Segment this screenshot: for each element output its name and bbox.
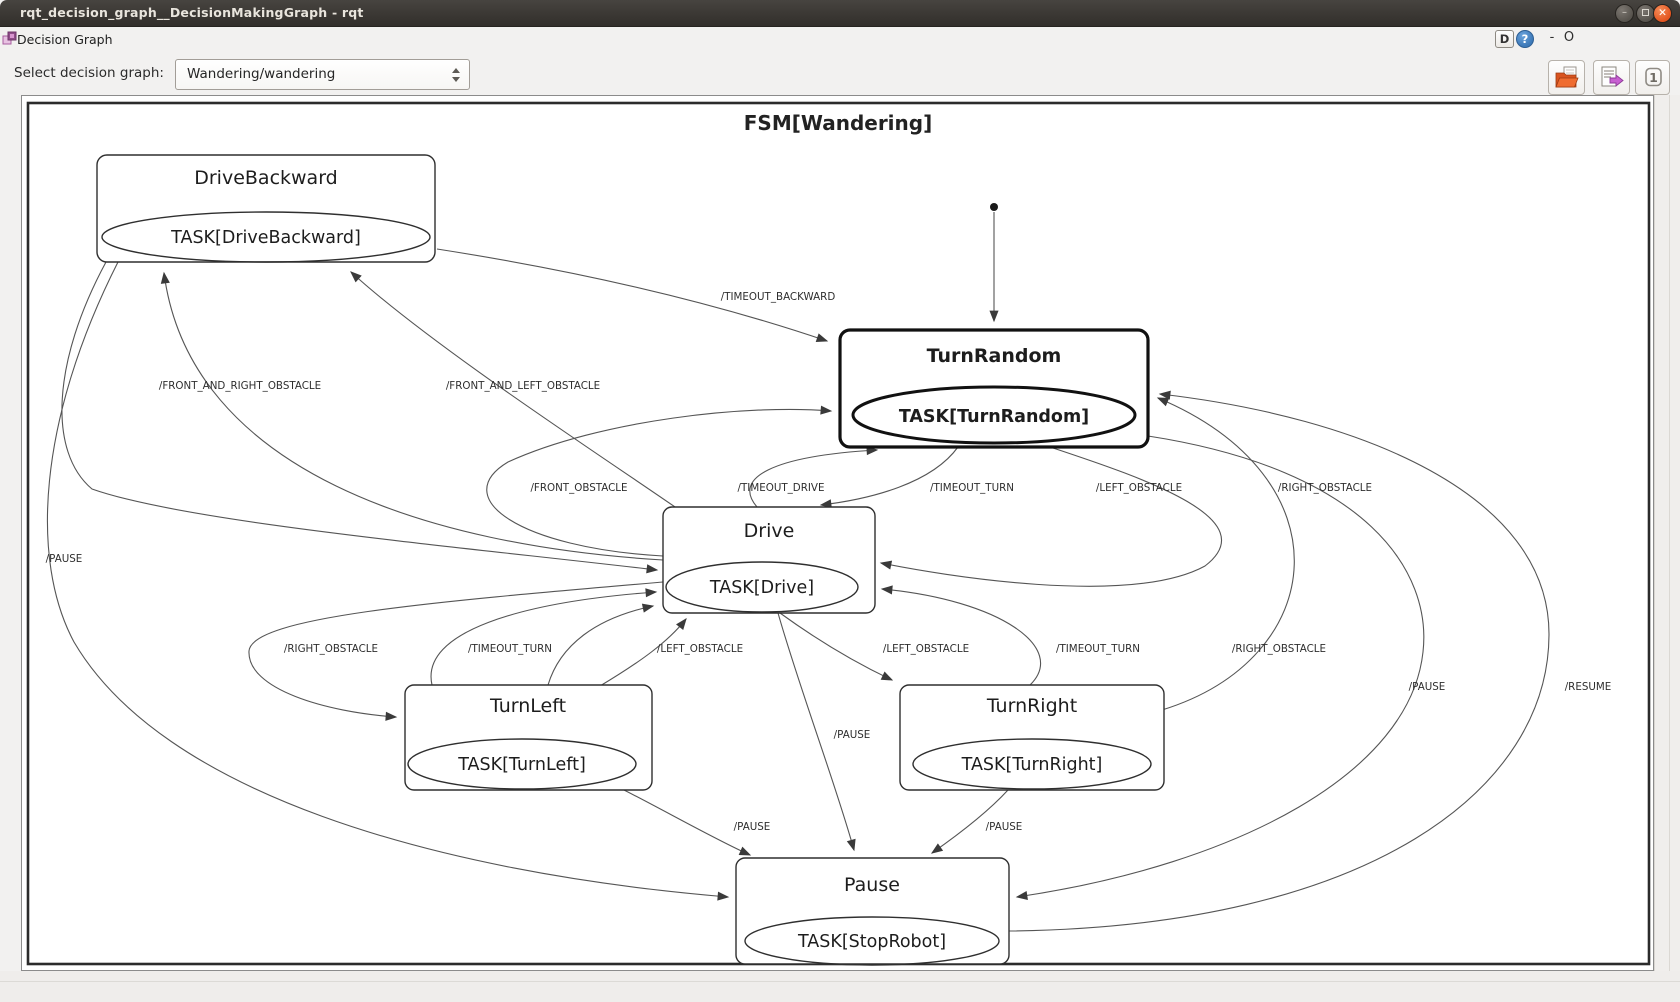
- edge-label: /TIMEOUT_TURN: [468, 643, 552, 655]
- state-task: TASK[TurnLeft]: [457, 755, 586, 775]
- status-bar: [0, 971, 1680, 1002]
- state-task: TASK[StopRobot]: [797, 932, 946, 952]
- window-minimize-button[interactable]: –: [1615, 3, 1634, 23]
- state-task: TASK[TurnRandom]: [899, 407, 1089, 427]
- edge-label: /RIGHT_OBSTACLE: [1278, 482, 1372, 494]
- open-file-button[interactable]: [1548, 60, 1585, 95]
- state-title: TurnRandom: [927, 345, 1062, 367]
- state-node-drivebackward: DriveBackward TASK[DriveBackward]: [96, 154, 436, 263]
- edge-label: /PAUSE: [734, 821, 771, 833]
- panel-detach-button[interactable]: O: [1560, 30, 1578, 48]
- maximize-icon: [1642, 8, 1649, 16]
- window-close-button[interactable]: ✕: [1653, 3, 1672, 23]
- panel-minimize-icon: -: [1549, 30, 1555, 45]
- edge-label: /TIMEOUT_TURN: [1056, 643, 1140, 655]
- vertical-scroll-area[interactable]: [1654, 95, 1680, 971]
- initial-state-dot: [990, 203, 998, 211]
- state-title: TurnLeft: [489, 695, 566, 717]
- close-icon: ✕: [1658, 6, 1667, 19]
- edge-label: /RIGHT_OBSTACLE: [284, 643, 378, 655]
- decision-graph-combobox[interactable]: Wandering/wandering: [175, 59, 470, 90]
- edge-label: /LEFT_OBSTACLE: [883, 643, 969, 655]
- help-icon: ?: [1521, 32, 1529, 46]
- state-node-turnleft: TurnLeft TASK[TurnLeft]: [404, 684, 653, 791]
- state-node-turnright: TurnRight TASK[TurnRight]: [899, 684, 1165, 791]
- state-title: Drive: [744, 520, 795, 542]
- minimize-icon: –: [1622, 6, 1627, 18]
- svg-text:1: 1: [1649, 70, 1658, 85]
- decision-graph-plugin-icon: [2, 31, 17, 46]
- edge-label: /RIGHT_OBSTACLE: [1232, 643, 1326, 655]
- edge-label: /LEFT_OBSTACLE: [657, 643, 743, 655]
- state-node-drive: Drive TASK[Drive]: [662, 506, 876, 614]
- folder-open-icon: [1555, 66, 1579, 88]
- zoom-one-icon: 1: [1645, 67, 1662, 87]
- state-task: TASK[Drive]: [709, 578, 814, 598]
- export-document-icon: [1601, 66, 1624, 87]
- state-node-turnrandom-active: TurnRandom TASK[TurnRandom]: [838, 328, 1150, 449]
- decision-graph-panelbar: Decision Graph D ? - O: [0, 27, 1680, 52]
- fsm-title: FSM[Wandering]: [744, 111, 933, 135]
- decision-graph-svg: FSM[Wandering]: [26, 101, 1651, 966]
- edge-label: /LEFT_OBSTACLE: [1096, 482, 1182, 494]
- d-label: D: [1499, 32, 1510, 46]
- window-title: rqt_decision_graph__DecisionMakingGraph …: [20, 5, 364, 20]
- state-task: TASK[TurnRight]: [961, 755, 1103, 775]
- state-title: Pause: [844, 874, 900, 896]
- edge-label: /FRONT_AND_RIGHT_OBSTACLE: [159, 380, 321, 392]
- panel-detach-icon: O: [1563, 30, 1575, 45]
- edge-label: /PAUSE: [1409, 681, 1446, 693]
- edge-label: /RESUME: [1565, 681, 1612, 693]
- select-graph-label: Select decision graph:: [14, 65, 164, 81]
- edge-label: /TIMEOUT_DRIVE: [738, 482, 825, 494]
- combobox-value: Wandering/wandering: [187, 66, 336, 82]
- edge-label: /PAUSE: [834, 729, 871, 741]
- edge-label: /FRONT_AND_LEFT_OBSTACLE: [446, 380, 600, 392]
- edge-label: /TIMEOUT_TURN: [930, 482, 1014, 494]
- edge-label: /FRONT_OBSTACLE: [530, 482, 627, 494]
- state-node-pause: Pause TASK[StopRobot]: [735, 857, 1010, 966]
- state-title: DriveBackward: [194, 167, 338, 189]
- edge-label: /TIMEOUT_BACKWARD: [721, 291, 836, 303]
- window-titlebar[interactable]: rqt_decision_graph__DecisionMakingGraph …: [0, 0, 1680, 27]
- zoom-100-button[interactable]: 1: [1635, 60, 1670, 95]
- edge-label: /PAUSE: [986, 821, 1023, 833]
- transition-labels: /TIMEOUT_BACKWARD /FRONT_AND_RIGHT_OBSTA…: [46, 291, 1612, 833]
- state-task: TASK[DriveBackward]: [170, 228, 361, 248]
- graph-canvas[interactable]: FSM[Wandering]: [21, 95, 1654, 971]
- panel-help-button[interactable]: ?: [1516, 30, 1534, 48]
- export-graph-button[interactable]: [1593, 60, 1630, 95]
- transition-edges: [46, 203, 1550, 932]
- panel-d-button[interactable]: D: [1495, 30, 1514, 48]
- panel-minimize-button[interactable]: -: [1543, 30, 1561, 48]
- combobox-spinner-icon[interactable]: [451, 66, 460, 84]
- panel-title: Decision Graph: [17, 32, 113, 47]
- edge-label: /PAUSE: [46, 553, 83, 565]
- state-title: TurnRight: [986, 695, 1077, 717]
